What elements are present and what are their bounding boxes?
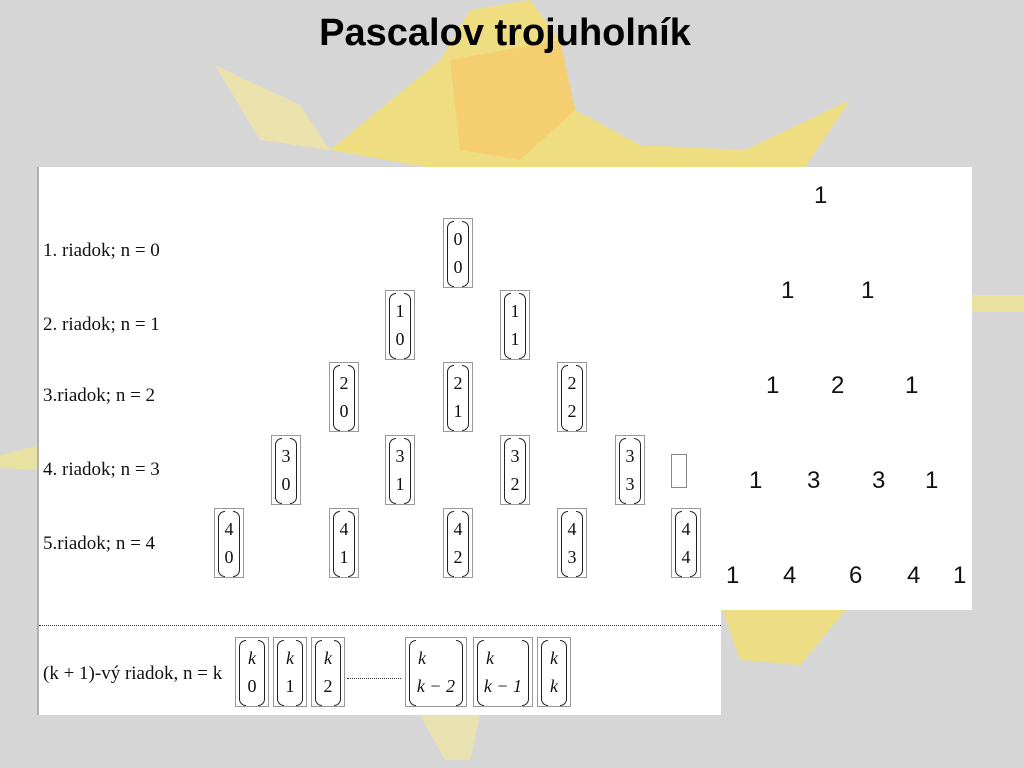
triangle-value: 1 xyxy=(749,467,763,494)
triangle-value: 3 xyxy=(872,467,886,494)
triangle-value: 1 xyxy=(814,182,828,209)
page-title: Pascalov trojuholník xyxy=(319,12,691,54)
triangle-value: 1 xyxy=(953,562,967,589)
triangle-value: 1 xyxy=(905,372,919,399)
triangle-value: 1 xyxy=(861,277,875,304)
row-label-5: 5.riadok; n = 4 xyxy=(43,533,156,554)
dotted-separator xyxy=(39,625,721,626)
row-label-2: 2. riadok; n = 1 xyxy=(43,314,160,335)
triangle-value: 4 xyxy=(907,562,921,589)
numeric-triangle-panel: 1 1 1 1 2 1 1 3 3 1 1 4 6 4 1 xyxy=(719,167,972,610)
row-label-1: 1. riadok; n = 0 xyxy=(43,240,160,261)
triangle-value: 1 xyxy=(726,562,740,589)
binomial-triangle-panel: 1. riadok; n = 0 2. riadok; n = 1 3.riad… xyxy=(37,167,721,715)
row-label-3: 3.riadok; n = 2 xyxy=(43,385,156,406)
ellipsis-dots xyxy=(347,678,401,679)
triangle-value: 2 xyxy=(831,372,845,399)
empty-placeholder-box xyxy=(671,454,687,488)
general-row-label: (k + 1)-vý riadok, n = k xyxy=(43,663,223,684)
triangle-value: 1 xyxy=(766,372,780,399)
triangle-value: 3 xyxy=(807,467,821,494)
triangle-value: 4 xyxy=(783,562,797,589)
triangle-value: 6 xyxy=(849,562,863,589)
triangle-value: 1 xyxy=(781,277,795,304)
triangle-value: 1 xyxy=(925,467,939,494)
row-label-4: 4. riadok; n = 3 xyxy=(43,459,160,480)
